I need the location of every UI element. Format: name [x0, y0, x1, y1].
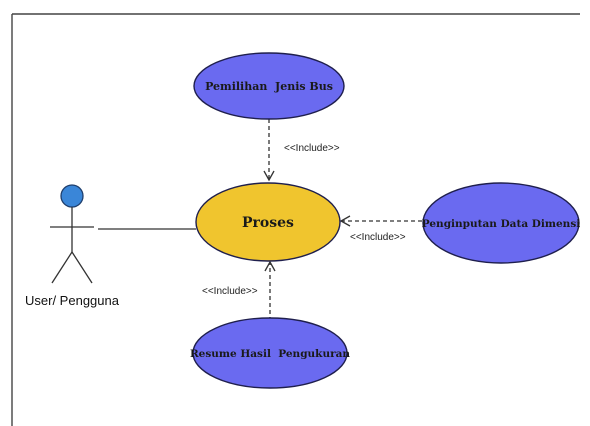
actor-user: User/ Pengguna: [25, 184, 120, 308]
use-case-top-label: Pemilihan Jenis Bus: [205, 80, 333, 93]
use-case-bottom-label: Resume Hasil Pengukuran: [190, 348, 350, 360]
include-label-bottom: <<Include>>: [202, 286, 258, 297]
use-case-penginputan-data-dimensi: Penginputan Data Dimensi: [422, 182, 580, 264]
use-case-resume-hasil-pengukuran: Resume Hasil Pengukuran: [190, 317, 350, 389]
actor-leg-left: [51, 251, 73, 284]
use-case-top-shape: [193, 52, 345, 120]
actor-label: User/ Pengguna: [25, 293, 120, 308]
use-case-right-label: Penginputan Data Dimensi: [422, 218, 580, 230]
use-case-proses: Proses: [195, 182, 341, 262]
use-case-center-label: Proses: [242, 215, 294, 231]
use-case-bottom-shape: [192, 317, 348, 389]
use-case-center-shape: [195, 182, 341, 262]
use-case-pemilihan-jenis-bus: Pemilihan Jenis Bus: [193, 52, 345, 120]
actor-leg-right: [71, 251, 93, 284]
actor-head: [60, 184, 84, 208]
include-label-top: <<Include>>: [284, 143, 340, 154]
use-case-right-shape: [422, 182, 580, 264]
include-label-right: <<Include>>: [350, 232, 406, 243]
